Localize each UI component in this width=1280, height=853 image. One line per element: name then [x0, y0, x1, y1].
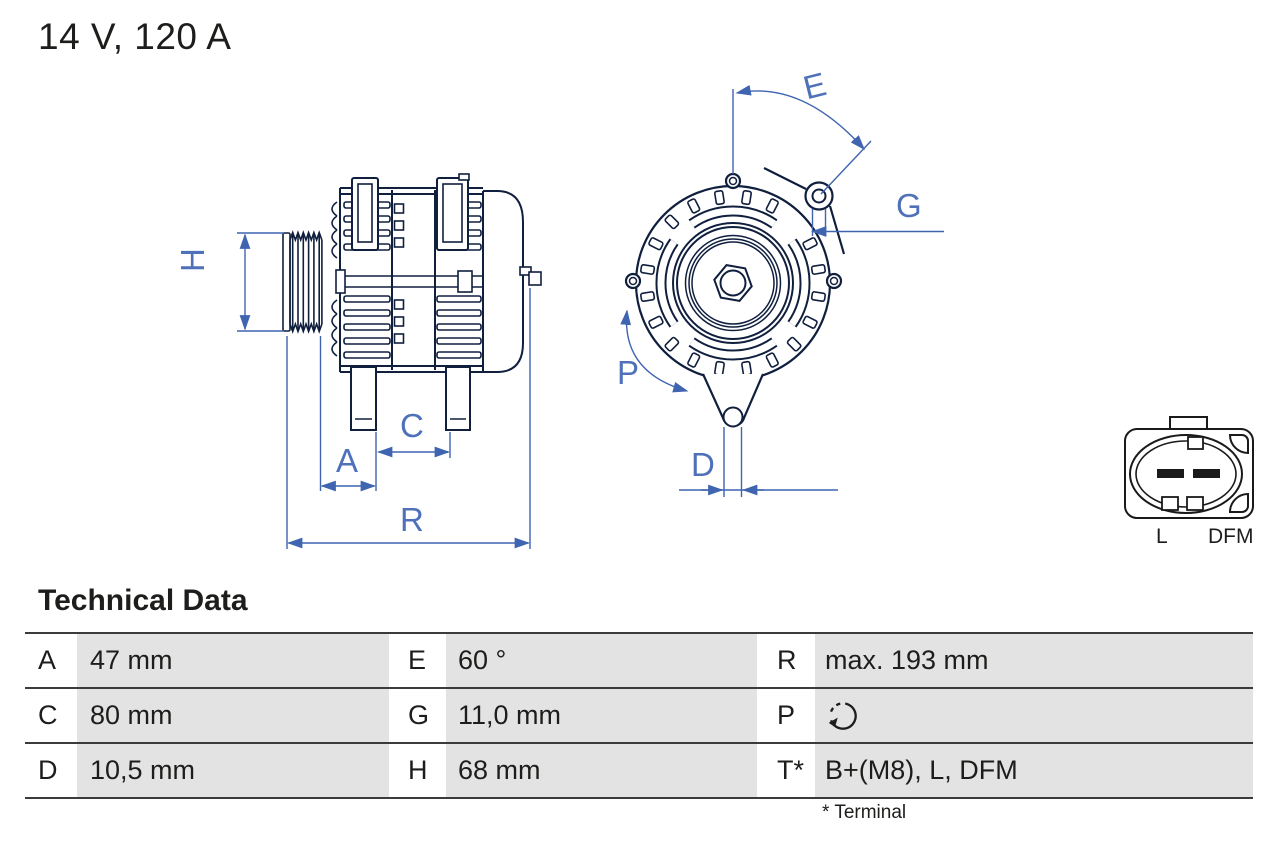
alternator-side-view-drawing: [282, 173, 542, 431]
spec-value: 10,5 mm: [77, 744, 389, 797]
spec-key: E: [389, 634, 446, 687]
dimension-label-p: P: [617, 354, 639, 391]
technical-data-heading: Technical Data: [38, 584, 248, 617]
spec-key: A: [25, 634, 77, 687]
connector-pin-l: [1157, 469, 1184, 478]
spec-key: D: [25, 744, 77, 797]
terminal-footnote: * Terminal: [822, 802, 907, 823]
page-title: 14 V, 120 A: [38, 16, 232, 57]
connector-label-dfm: DFM: [1208, 525, 1254, 548]
dimension-label-a: A: [336, 442, 358, 479]
spec-value: 11,0 mm: [446, 689, 757, 742]
spec-key: R: [757, 634, 815, 687]
dimension-label-e: E: [799, 65, 829, 106]
alternator-front-view-drawing: [624, 167, 846, 428]
front-view-dimensions: [620, 85, 944, 497]
side-view-dimensions: [237, 232, 531, 549]
rotation-direction-cell: [815, 689, 1253, 742]
dimension-label-h: H: [174, 248, 211, 272]
table-row: D 10,5 mm H 68 mm T* B+(M8), L, DFM: [25, 742, 1253, 799]
technical-data-table: A 47 mm E 60 ° R max. 193 mm C 80 mm G 1…: [25, 632, 1253, 799]
spec-value: 68 mm: [446, 744, 757, 797]
connector-pinout-diagram: [1124, 416, 1254, 519]
spec-value: 47 mm: [77, 634, 389, 687]
side-view-dimension-labels: H A C R: [174, 248, 424, 538]
dimension-label-g: G: [896, 187, 922, 224]
spec-value: max. 193 mm: [815, 634, 1253, 687]
spec-key: H: [389, 744, 446, 797]
connector-label-l: L: [1156, 525, 1168, 548]
front-view-dimension-labels: E G P D: [617, 65, 922, 483]
table-row: C 80 mm G 11,0 mm P: [25, 687, 1253, 742]
spec-key: P: [757, 689, 815, 742]
spec-key: T*: [757, 744, 815, 797]
spec-key: G: [389, 689, 446, 742]
dimension-label-c: C: [400, 407, 424, 444]
dimension-label-d: D: [691, 446, 715, 483]
connector-pin-dfm: [1193, 469, 1220, 478]
spec-value: 80 mm: [77, 689, 389, 742]
technical-drawing: H A C R: [174, 65, 1254, 549]
spec-key: C: [25, 689, 77, 742]
connector-pin-labels: L DFM: [1156, 525, 1254, 548]
dimension-label-r: R: [400, 501, 424, 538]
rotation-direction-icon: [828, 701, 857, 730]
table-row: A 47 mm E 60 ° R max. 193 mm: [25, 632, 1253, 687]
spec-value: 60 °: [446, 634, 757, 687]
spec-value: B+(M8), L, DFM: [815, 744, 1253, 797]
